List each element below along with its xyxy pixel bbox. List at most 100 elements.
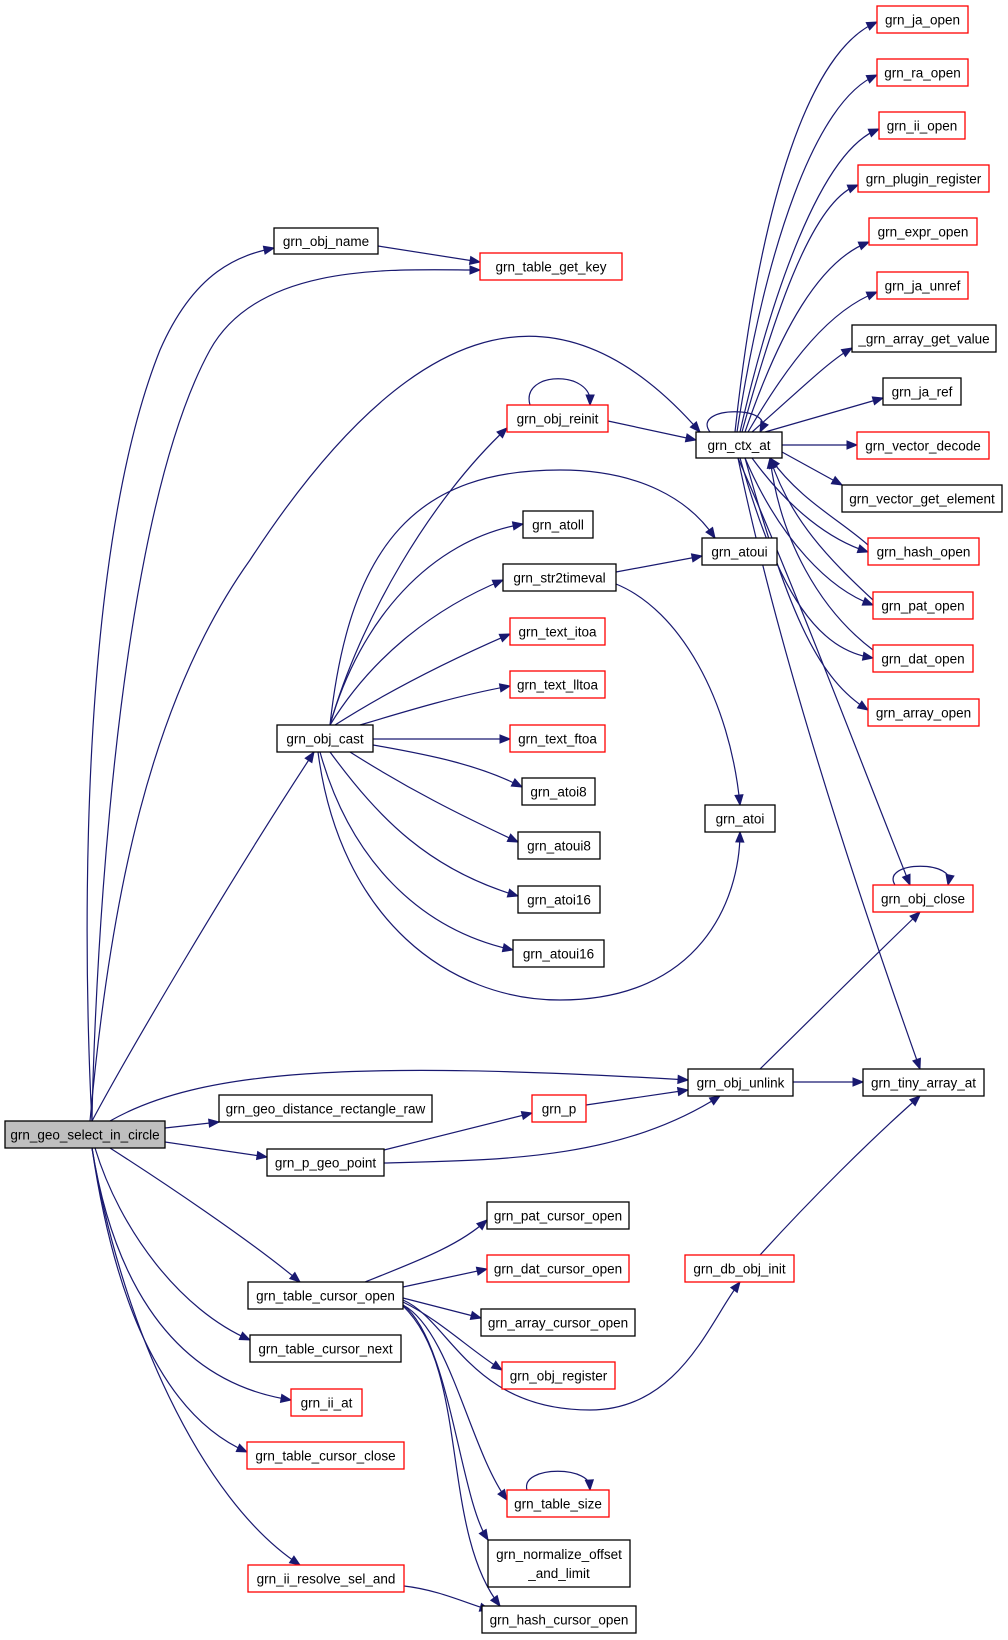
edge-arrowhead (469, 265, 482, 275)
node-atoi16[interactable]: grn_atoi16 (517, 885, 601, 914)
node-hash_cursor_open[interactable]: grn_hash_cursor_open (481, 1605, 637, 1634)
edge-arrowhead (677, 1074, 690, 1085)
node-atoll[interactable]: grn_atoll (522, 510, 594, 539)
node-pat_open[interactable]: grn_pat_open (872, 591, 974, 620)
node-db_obj_init[interactable]: grn_db_obj_init (684, 1254, 795, 1283)
node-ra_open[interactable]: grn_ra_open (876, 58, 969, 87)
node-table_cursor_next[interactable]: grn_table_cursor_next (249, 1334, 402, 1363)
edge-line (402, 1268, 488, 1288)
edge-arrowhead (690, 553, 704, 563)
edge-str2timeval-to-atoui (615, 553, 704, 573)
node-box (882, 377, 962, 406)
edge-root-to-table_cursor_open (109, 1147, 302, 1283)
edge-ctx_at-to-ra_open (736, 74, 879, 433)
edge-arrowhead (912, 1057, 921, 1071)
edge-root-to-table_cursor_next (94, 1147, 252, 1341)
node-box (857, 164, 990, 193)
edge-line (759, 1095, 921, 1256)
node-ii_resolve_sel_and[interactable]: grn_ii_resolve_sel_and (247, 1564, 405, 1593)
node-ja_open[interactable]: grn_ja_open (876, 5, 969, 34)
node-obj_name[interactable]: grn_obj_name (273, 227, 379, 255)
node-label: grn_dat_cursor_open (494, 1262, 622, 1277)
node-box (876, 58, 969, 87)
node-table_get_key[interactable]: grn_table_get_key (479, 252, 623, 281)
edge-line (528, 378, 591, 406)
edge-line (744, 457, 869, 711)
node-atoi[interactable]: grn_atoi (704, 804, 776, 833)
node-label: grn_atoui16 (523, 947, 594, 962)
edge-arrowhead (908, 1095, 922, 1107)
node-table_size[interactable]: grn_table_size (506, 1489, 610, 1518)
node-label: grn_atoi (716, 812, 765, 827)
node-ctx_at[interactable]: grn_ctx_at (695, 431, 783, 459)
node-box (872, 644, 974, 673)
node-array_get_value[interactable]: _grn_array_get_value (851, 324, 997, 353)
node-atoui8[interactable]: grn_atoui8 (517, 831, 601, 860)
edge-arrowhead (856, 544, 870, 554)
node-obj_register[interactable]: grn_obj_register (501, 1361, 616, 1390)
node-ii_open[interactable]: grn_ii_open (878, 111, 966, 140)
node-tiny_array_at[interactable]: grn_tiny_array_at (862, 1068, 985, 1097)
node-vector_get_element[interactable]: grn_vector_get_element (841, 484, 1003, 513)
node-obj_cast[interactable]: grn_obj_cast (276, 724, 374, 753)
node-expr_open[interactable]: grn_expr_open (868, 217, 978, 246)
node-str2timeval[interactable]: grn_str2timeval (502, 563, 617, 592)
node-p_geo_point[interactable]: grn_p_geo_point (266, 1148, 385, 1177)
edge-arrowhead (734, 794, 744, 807)
node-box (502, 563, 617, 592)
node-obj_unlink[interactable]: grn_obj_unlink (687, 1068, 794, 1097)
node-table_cursor_open[interactable]: grn_table_cursor_open (247, 1281, 404, 1310)
node-obj_close[interactable]: grn_obj_close (872, 884, 974, 913)
node-box (684, 1254, 795, 1283)
node-normalize_offset[interactable]: grn_normalize_offset_and_limit (487, 1539, 631, 1588)
node-label: grn_ii_resolve_sel_and (257, 1572, 396, 1587)
node-grn_p[interactable]: grn_p (531, 1094, 587, 1123)
edge-ctx_at-to-vector_get_element (781, 451, 844, 486)
node-plugin_register[interactable]: grn_plugin_register (857, 164, 990, 193)
edge-line (91, 1147, 248, 1453)
node-obj_reinit[interactable]: grn_obj_reinit (506, 404, 609, 433)
node-hash_open[interactable]: grn_hash_open (867, 537, 980, 566)
node-label: grn_ii_at (301, 1396, 353, 1411)
node-vector_decode[interactable]: grn_vector_decode (856, 431, 990, 460)
edge-arrowhead (684, 433, 698, 443)
edge-line (402, 1304, 489, 1541)
edge-obj_cast-to-atoll (329, 521, 525, 726)
node-geo_distance[interactable]: grn_geo_distance_rectangle_raw (218, 1094, 433, 1123)
edge-obj_cast-to-text_ftoa (373, 734, 512, 744)
node-label: grn_table_size (514, 1497, 602, 1512)
edge-arrowhead (279, 1393, 293, 1403)
node-label: grn_obj_register (510, 1369, 608, 1384)
node-dat_open[interactable]: grn_dat_open (872, 644, 974, 673)
node-box (522, 510, 594, 539)
node-dat_cursor_open[interactable]: grn_dat_cursor_open (486, 1254, 630, 1283)
node-ii_at[interactable]: grn_ii_at (290, 1388, 363, 1417)
edge-line (89, 335, 701, 1122)
node-box (872, 591, 974, 620)
edge-arrowhead (520, 1110, 534, 1121)
edge-table_size-to-table_size (526, 1470, 595, 1492)
node-table_cursor_close[interactable]: grn_table_cursor_close (246, 1441, 405, 1470)
edge-line (372, 744, 523, 788)
node-ja_ref[interactable]: grn_ja_ref (882, 377, 962, 406)
node-text_itoa[interactable]: grn_text_itoa (509, 617, 606, 646)
edge-arrowhead (865, 291, 879, 301)
edge-table_cursor_open-to-normalize_offset (402, 1304, 489, 1542)
node-box (509, 724, 606, 753)
node-box (687, 1068, 794, 1097)
node-atoi8[interactable]: grn_atoi8 (521, 777, 596, 806)
node-text_lltoa[interactable]: grn_text_lltoa (509, 670, 606, 699)
node-text_ftoa[interactable]: grn_text_ftoa (509, 724, 606, 753)
edge-arrowhead (469, 1310, 483, 1320)
node-array_open[interactable]: grn_array_open (867, 698, 980, 727)
node-label: grn_vector_get_element (849, 492, 995, 507)
edge-obj_cast-to-atoi8 (372, 744, 524, 788)
node-atoui16[interactable]: grn_atoui16 (512, 939, 605, 968)
node-box (290, 1388, 363, 1417)
node-atoui[interactable]: grn_atoui (701, 537, 778, 566)
call-nodes: grn_geo_select_in_circlegrn_obj_namegrn_… (4, 5, 1003, 1634)
edge-line (329, 427, 508, 726)
node-ja_unref[interactable]: grn_ja_unref (876, 271, 969, 300)
node-array_cursor_open[interactable]: grn_array_cursor_open (480, 1308, 636, 1337)
node-pat_cursor_open[interactable]: grn_pat_cursor_open (486, 1201, 630, 1230)
